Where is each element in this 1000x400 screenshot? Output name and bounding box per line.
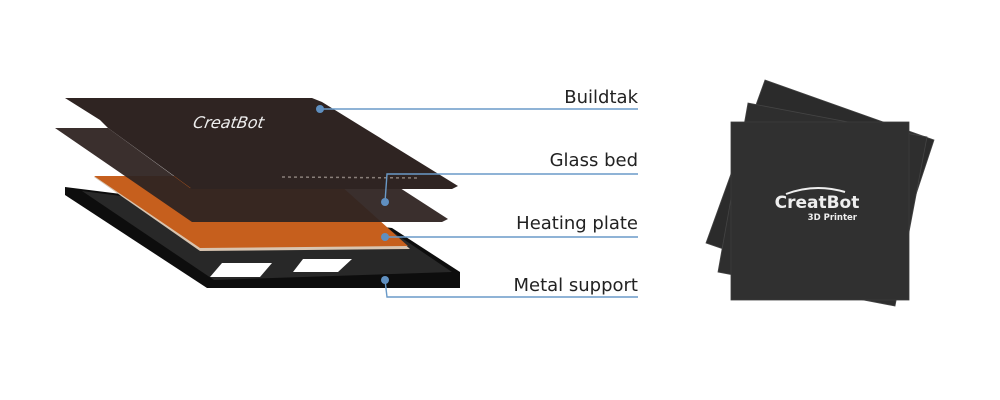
product-logo: CreatBot (775, 193, 860, 213)
product-logo-subtitle: 3D Printer (808, 213, 858, 223)
support-cutout (293, 259, 352, 272)
callout-dot (381, 198, 389, 206)
buildtak-sheets-photo: CreatBot 3D Printer (705, 79, 935, 307)
support-cutout (210, 263, 272, 277)
label-buildtak: Buildtak (564, 87, 638, 108)
buildtak-logo: CreatBot (192, 113, 267, 132)
buildtak-layer: CreatBot (65, 98, 458, 189)
callout-dots (316, 105, 389, 284)
callout-dot (316, 105, 324, 113)
callout-lines (320, 108, 638, 298)
callout-dot (381, 233, 389, 241)
label-metal-support: Metal support (513, 275, 638, 296)
label-heating-plate: Heating plate (516, 213, 638, 234)
label-glass-bed: Glass bed (550, 150, 638, 171)
callout-dot (381, 276, 389, 284)
glass-bed-layer (55, 128, 448, 222)
